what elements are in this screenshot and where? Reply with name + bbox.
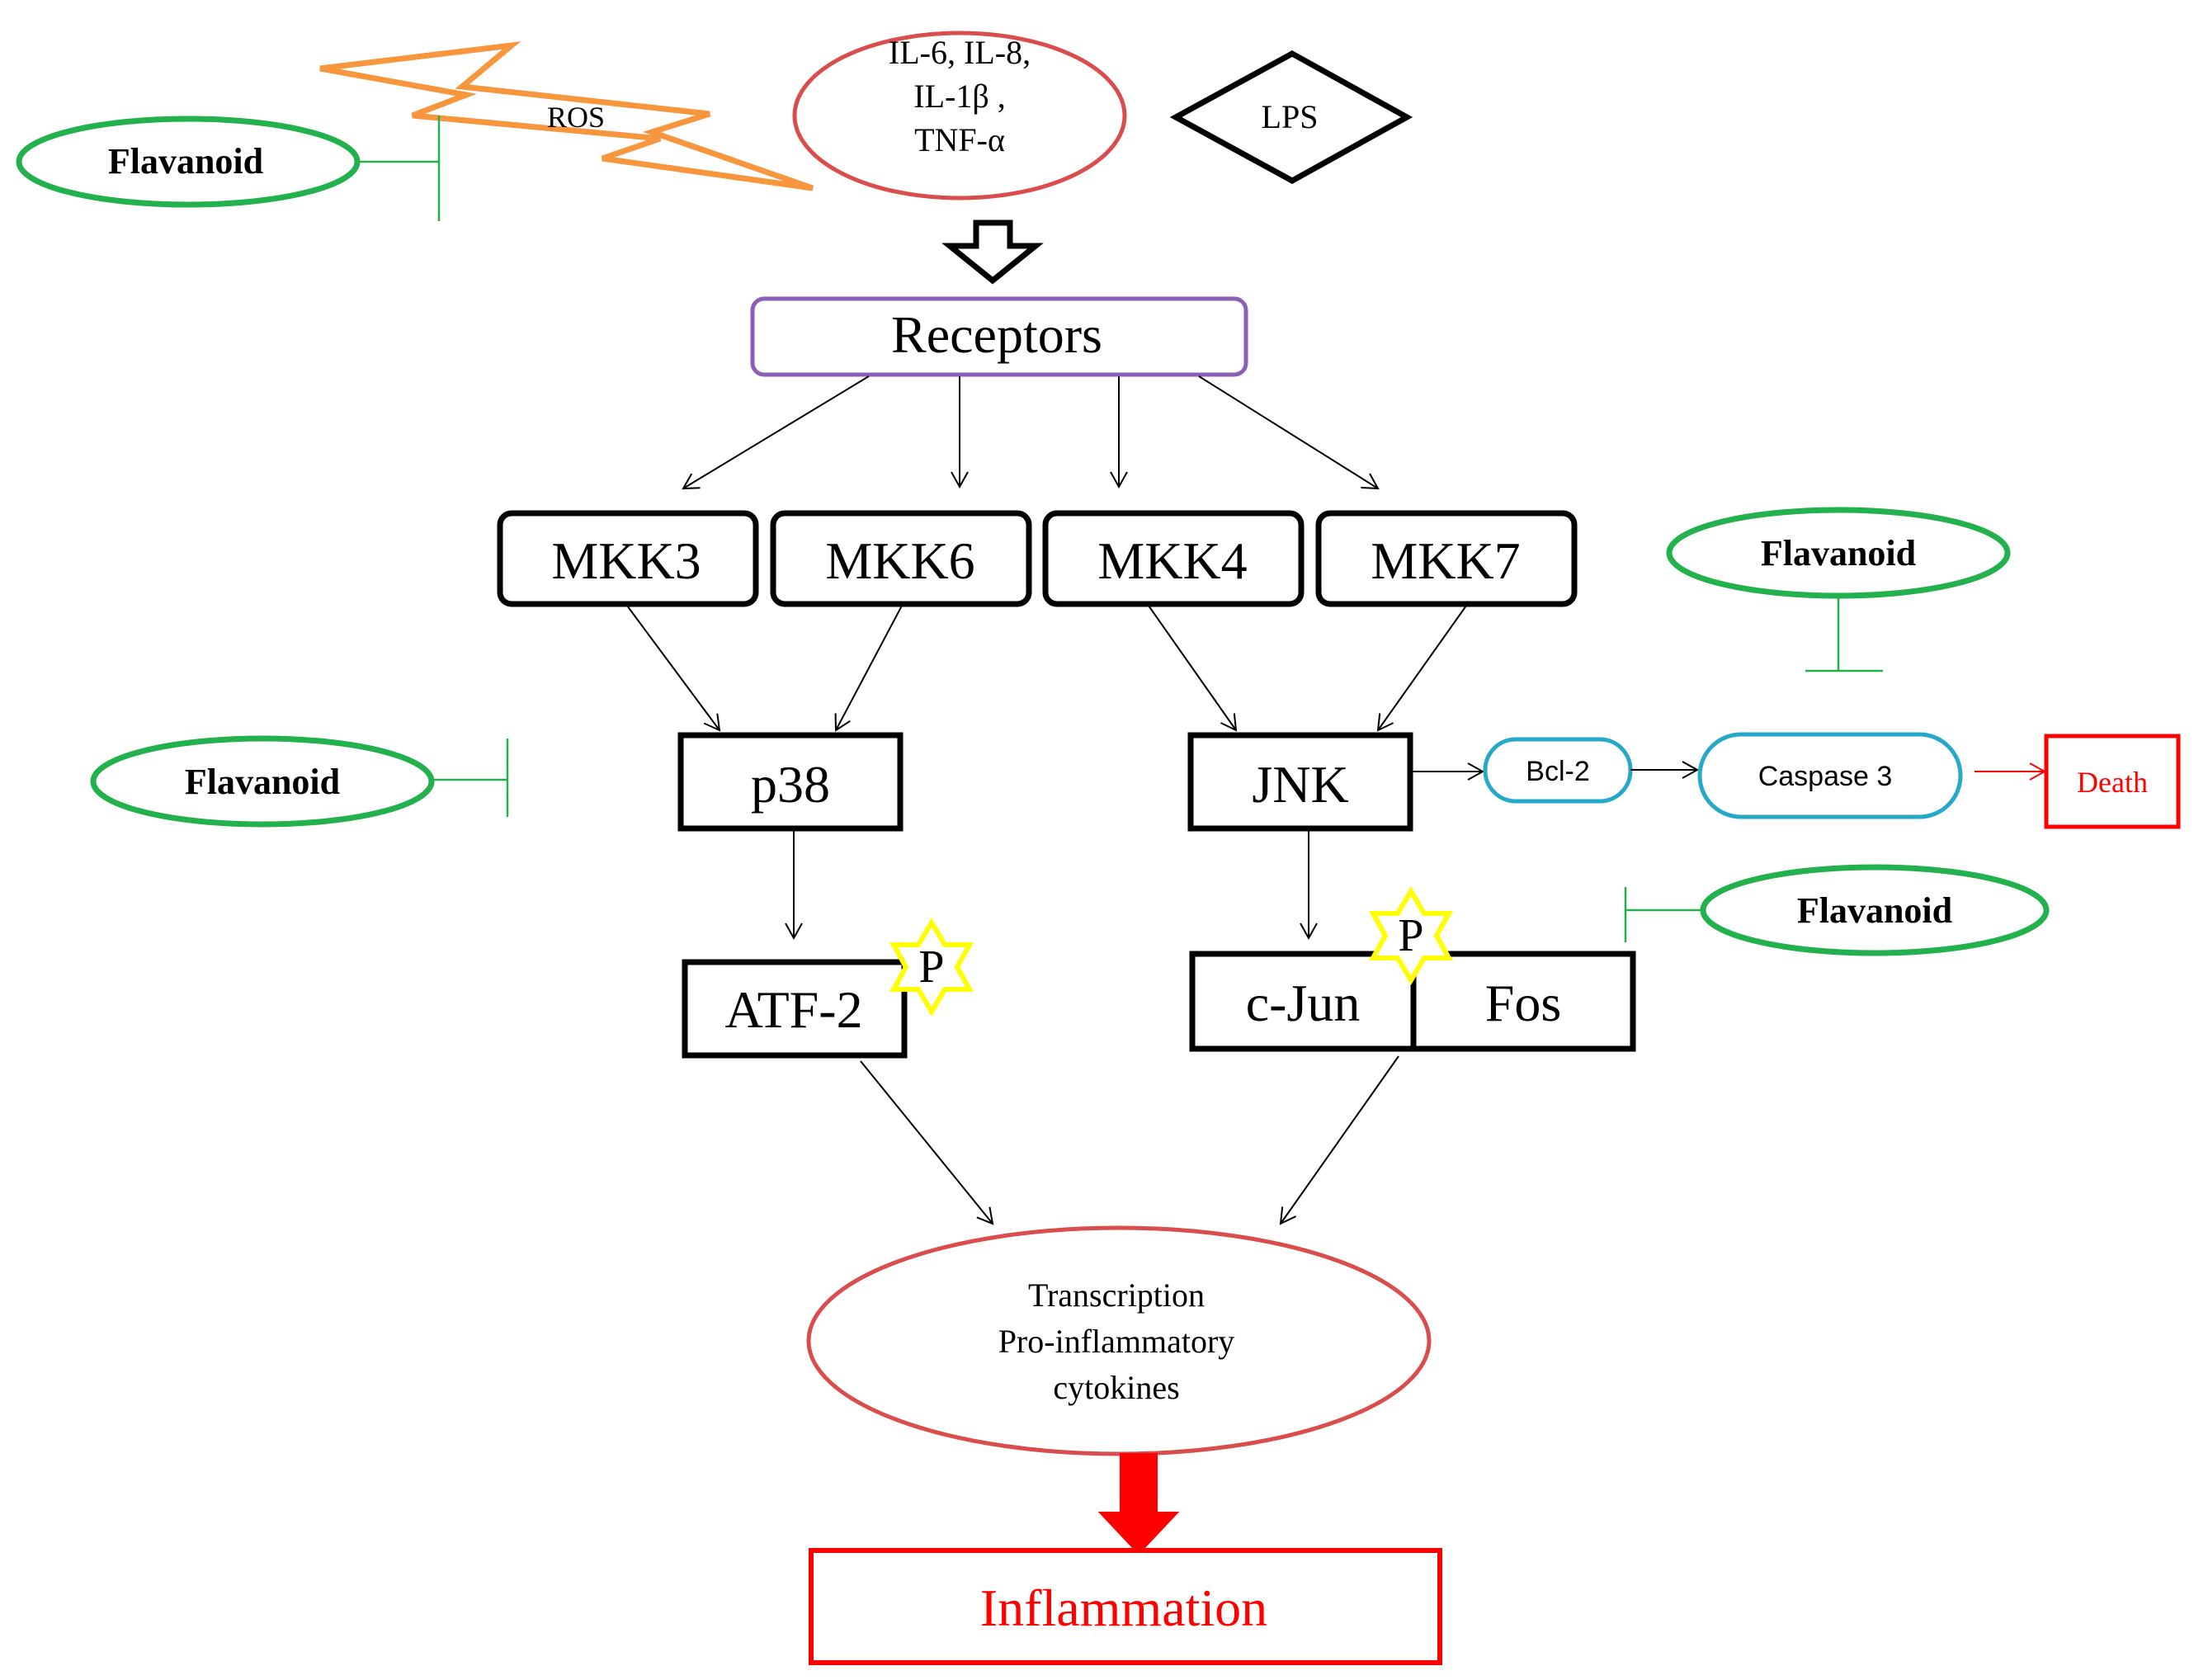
- atf2-phospho-label: P: [918, 941, 944, 993]
- receptors-node: Receptors: [750, 296, 1248, 377]
- cytokines-line-2: IL-1β ,: [913, 78, 1005, 115]
- cytokines-line-1: IL-6, IL-8,: [889, 34, 1031, 71]
- lps-stimulus: LPS: [1169, 50, 1413, 184]
- lps-label: LPS: [1262, 98, 1319, 135]
- transcription-line-1: Transcription: [1028, 1277, 1205, 1314]
- arrow-mkk4-jnk: [1148, 605, 1238, 732]
- flavanoid-ellipse-1: [16, 116, 361, 208]
- ros-stimulus: ROS: [319, 41, 814, 191]
- arrow-atf2-transcription: [860, 1060, 994, 1225]
- caspase3-box: [1697, 732, 1963, 819]
- death-node: Death: [2044, 734, 2181, 829]
- cjun-node: c-Jun: [1189, 951, 1417, 1052]
- atf2-box: [682, 959, 908, 1059]
- mkk4-node: MKK4: [1042, 510, 1305, 607]
- caspase3-label: Caspase 3: [1758, 761, 1893, 792]
- cjun-box: [1189, 951, 1417, 1052]
- flavanoid-inhibitor-1: Flavanoid: [16, 116, 441, 221]
- cjun-phospho-label: P: [1398, 910, 1423, 961]
- lps-diamond: [1169, 50, 1413, 184]
- mkk7-label: MKK7: [1371, 531, 1520, 590]
- mkk3-box: [497, 510, 759, 607]
- transcription-node: Transcription Pro-inflammatory cytokines: [806, 1225, 1432, 1456]
- arrow-receptors-mkk3: [682, 375, 870, 490]
- arrow-receptors-mkk7: [1198, 375, 1380, 490]
- p38-box: [677, 732, 904, 832]
- arrow-mkk7-jnk: [1376, 605, 1467, 732]
- jnk-node: JNK: [1187, 732, 1413, 832]
- atf2-label: ATF-2: [724, 980, 862, 1039]
- caspase3-node: Caspase 3: [1697, 732, 1963, 819]
- flavanoid-label-1: Flavanoid: [108, 141, 263, 182]
- receptors-box: [750, 296, 1248, 377]
- flavanoid-label-4: Flavanoid: [1797, 890, 1952, 931]
- ros-lightning-icon: [319, 41, 814, 191]
- mkk6-node: MKK6: [770, 510, 1032, 607]
- bcl2-node: Bcl-2: [1483, 737, 1633, 804]
- mkk6-box: [770, 510, 1032, 607]
- jnk-box: [1187, 732, 1413, 832]
- bcl2-label: Bcl-2: [1526, 756, 1589, 787]
- arrow-mkk3-p38: [626, 605, 721, 732]
- fos-label: Fos: [1485, 974, 1562, 1032]
- transcription-line-3: cytokines: [1053, 1369, 1179, 1406]
- p38-label: p38: [751, 755, 830, 814]
- atf2-node: ATF-2: [682, 959, 908, 1059]
- phospho-star-icon: [889, 918, 974, 1017]
- receptors-label: Receptors: [891, 305, 1102, 364]
- jnk-label: JNK: [1252, 755, 1348, 814]
- phospho-star-icon: [1368, 886, 1454, 985]
- ros-label: ROS: [547, 101, 605, 134]
- flavanoid-label-3: Flavanoid: [185, 762, 340, 802]
- arrow-cjunfos-transcription: [1279, 1055, 1399, 1225]
- inflammation-box: [809, 1548, 1442, 1665]
- mkk4-label: MKK4: [1097, 531, 1247, 590]
- flavanoid-ellipse-3: [90, 735, 435, 828]
- flavanoid-inhibitor-4: Flavanoid: [1624, 864, 2050, 956]
- cytokines-stimulus: IL-6, IL-8, IL-1β , TNF-α: [792, 31, 1127, 201]
- mkk4-box: [1042, 510, 1305, 607]
- flavanoid-inhibitor-2: Flavanoid: [1666, 507, 2011, 672]
- stimuli-to-receptors-arrow: [941, 219, 1044, 285]
- cjun-phospho-badge: P: [1368, 886, 1454, 985]
- arrow-mkk6-p38: [834, 605, 903, 732]
- mkk6-label: MKK6: [825, 531, 974, 590]
- transcription-to-inflammation-arrow: [1097, 1453, 1180, 1555]
- death-box: [2044, 734, 2181, 829]
- death-label: Death: [2077, 766, 2148, 799]
- cytokines-ellipse: [792, 31, 1127, 201]
- atf2-phospho-badge: P: [889, 918, 974, 1017]
- fos-box: [1410, 951, 1636, 1052]
- fos-node: Fos: [1410, 951, 1636, 1052]
- mkk7-node: MKK7: [1315, 510, 1578, 607]
- cjun-label: c-Jun: [1246, 974, 1361, 1032]
- mkk3-label: MKK3: [551, 531, 701, 590]
- flavanoid-label-2: Flavanoid: [1761, 533, 1916, 573]
- transcription-ellipse: [806, 1225, 1432, 1456]
- inflammation-node: Inflammation: [809, 1548, 1442, 1665]
- mkk3-node: MKK3: [497, 510, 759, 607]
- flavanoid-inhibitor-3: Flavanoid: [90, 735, 509, 828]
- mkk7-box: [1315, 510, 1578, 607]
- inflammation-label: Inflammation: [980, 1579, 1267, 1637]
- transcription-line-2: Pro-inflammatory: [998, 1323, 1235, 1360]
- p38-node: p38: [677, 732, 904, 832]
- cytokines-line-3: TNF-α: [914, 121, 1005, 158]
